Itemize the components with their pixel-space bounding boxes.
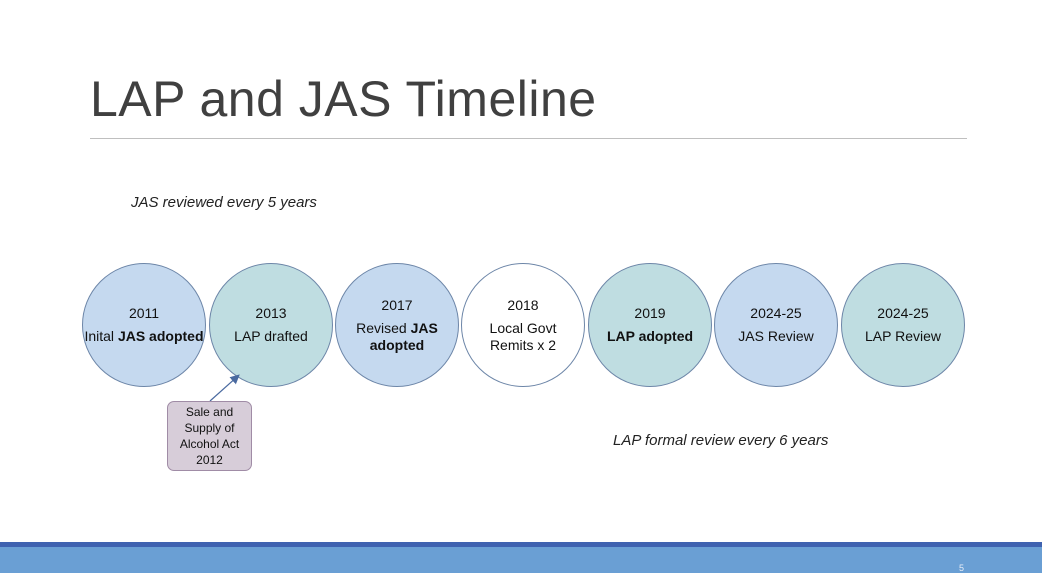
- node-label: LAP Review: [864, 328, 941, 344]
- node-label: LAP drafted: [234, 328, 308, 344]
- node-label: LAP adopted: [606, 328, 694, 344]
- lap-review-note: LAP formal review every 6 years: [613, 432, 829, 449]
- timeline-node-2024-lap: 2024-25 LAP Review: [841, 263, 965, 387]
- timeline-node-2011: 2011 Inital JAS adopted: [82, 263, 206, 387]
- node-year: 2024-25: [877, 305, 929, 321]
- timeline-node-2018: 2018 Local Govt Remits x 2: [461, 263, 585, 387]
- footer-bar: [0, 547, 1042, 573]
- legislation-callout: Sale and Supply of Alcohol Act 2012: [167, 401, 252, 471]
- jas-review-note: JAS reviewed every 5 years: [131, 194, 317, 211]
- node-label: Revised JAS adopted: [356, 319, 438, 353]
- node-year: 2013: [255, 305, 287, 321]
- timeline-node-2019: 2019 LAP adopted: [588, 263, 712, 387]
- timeline-node-2024-jas: 2024-25 JAS Review: [714, 263, 838, 387]
- node-year: 2018: [507, 296, 539, 313]
- timeline-node-2017: 2017 Revised JAS adopted: [335, 263, 459, 387]
- callout-text: Sale and Supply of Alcohol Act 2012: [179, 405, 240, 467]
- footer-accent-bar: [0, 542, 1042, 547]
- node-label: Local Govt Remits x 2: [489, 319, 557, 353]
- node-year: 2017: [381, 296, 413, 313]
- slide-title: LAP and JAS Timeline: [90, 71, 597, 127]
- title-divider: [90, 138, 967, 139]
- node-year: 2019: [634, 305, 666, 321]
- node-label: Inital JAS adopted: [84, 328, 204, 344]
- node-label: JAS Review: [738, 328, 814, 344]
- node-year: 2011: [128, 305, 160, 321]
- page-number: 5: [958, 563, 964, 573]
- node-year: 2024-25: [750, 305, 802, 321]
- timeline-node-2013: 2013 LAP drafted: [209, 263, 333, 387]
